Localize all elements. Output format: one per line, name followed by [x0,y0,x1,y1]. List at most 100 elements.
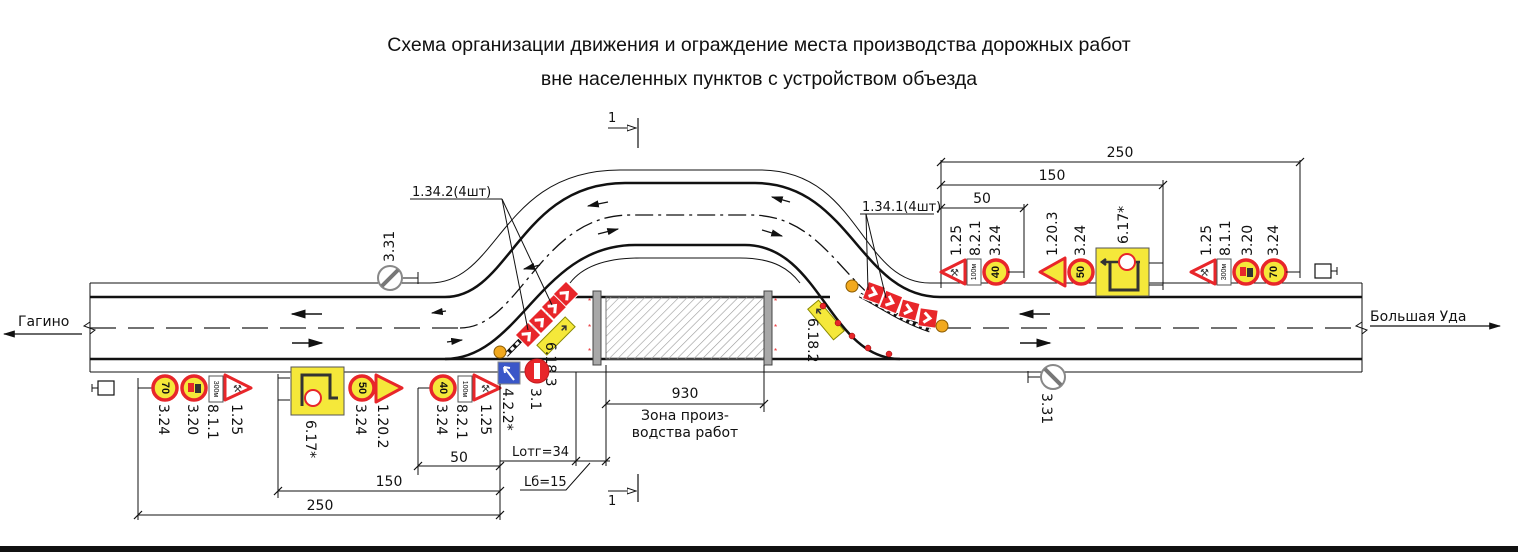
svg-text:3.24: 3.24 [988,225,1004,256]
work-zone: *** *** 930 Зона произ- водства работ [588,290,777,441]
post-marker-right [1314,263,1338,279]
detour-sign-6-18-2 [807,299,845,341]
svg-text:3.31: 3.31 [382,231,398,262]
svg-text:⚒: ⚒ [233,384,242,395]
svg-text:8.2.1: 8.2.1 [453,404,469,440]
svg-text:8.1.1: 8.1.1 [204,404,220,440]
svg-text:8.2.1: 8.2.1 [968,220,984,256]
road-works-sign-icon [939,258,967,286]
sign-group-left-0: 4.2.2* 3.1 [497,358,550,431]
svg-text:*: * [774,347,777,356]
svg-text:⚒: ⚒ [1200,268,1209,279]
warning-lamp [845,279,859,293]
svg-text:1: 1 [608,111,616,126]
road-works-sign-icon [223,373,253,402]
svg-text:1.25: 1.25 [228,404,244,435]
section-marker-bottom: 1 [608,474,639,509]
detour-sign-6-18-3 [536,316,576,356]
svg-text:3.24: 3.24 [352,404,368,435]
svg-text:1.25: 1.25 [1199,225,1215,256]
warning-lamp [935,319,949,333]
svg-text:⚒: ⚒ [481,384,490,395]
svg-text:3.31: 3.31 [1038,393,1054,424]
detour-road [429,169,946,361]
end-sign-top-left: 3.31 [377,231,419,291]
svg-text:⚒: ⚒ [950,268,959,279]
taper-length-label: Lотг=34 [512,445,569,460]
svg-text:3.24: 3.24 [433,404,449,435]
svg-text:*: * [774,323,777,332]
title-line-1: Схема организации движения и ограждение … [387,34,1131,56]
svg-text:300м: 300м [212,381,219,398]
chevron-sign [916,306,940,330]
barrier-left [592,290,602,366]
frame-bottom-border [0,546,1518,552]
chevron-sign [896,297,922,323]
svg-text:1.25: 1.25 [477,404,493,435]
svg-text:1.20.3: 1.20.3 [1045,211,1061,256]
svg-text:1.25: 1.25 [949,225,965,256]
sign-group-left-50: 40 100м ⚒ 3.24 8.2.1 1.25 [417,373,502,475]
speed-limit-sign-icon [429,374,457,402]
svg-text:3.1: 3.1 [527,388,543,410]
svg-text:70: 70 [1268,266,1280,278]
svg-text:Большая Уда: Большая Уда [1370,309,1466,325]
section-marker-top: 1 [608,111,639,148]
detour-sign-right-label: 6.18.2 [804,318,820,363]
dimensions-right: 50 150 250 [936,145,1305,266]
road-narrows-sign-icon [374,373,404,404]
buffer-length-label: Lб=15 [524,475,567,490]
distance-plate-icon [966,258,982,286]
speed-limit-sign-icon [1067,258,1095,286]
right-chevron-barrier: 6.18.2 1.34.1(4шт) [804,200,949,363]
svg-text:250: 250 [307,498,334,514]
svg-text:Гагино: Гагино [18,314,69,330]
sign-group-left-250: 70 300м ⚒ 3.24 3.20 8.1.1 1.25 [137,373,253,520]
svg-text:40: 40 [990,266,1002,278]
svg-text:*: * [588,297,591,306]
diagram-title: Схема организации движения и ограждение … [0,28,1518,96]
svg-text:3.20: 3.20 [1240,225,1256,256]
svg-text:100м: 100м [971,264,978,281]
svg-text:70: 70 [159,382,171,394]
road-works-sign-icon [1189,258,1217,286]
speed-limit-sign-icon [348,374,376,402]
distance-plate-icon [1216,258,1232,286]
work-zone-length: 930 [672,386,699,402]
svg-text:6.17*: 6.17* [302,420,318,458]
svg-text:250: 250 [1107,145,1134,161]
dimensions-left: 50 150 250 Lотг=34 Lб=15 [133,372,611,520]
title-line-2: вне населенных пунктов с устройством объ… [540,68,978,90]
direction-right: Большая Уда [1370,309,1502,330]
svg-text:4.2.2*: 4.2.2* [499,388,515,431]
svg-text:1.20.2: 1.20.2 [374,404,390,449]
leader-left-chevrons: 1.34.2(4шт) [412,185,491,200]
work-zone-label-2: водства работ [632,425,738,441]
svg-text:50: 50 [973,191,991,207]
svg-text:*: * [588,347,591,356]
svg-text:3.24: 3.24 [155,404,171,435]
warning-lights [819,302,893,358]
direction-left: Гагино [2,314,82,338]
road-works-sign-icon [472,373,502,402]
sign-group-right-250: ⚒ 300м 70 1.25 8.1.1 3.20 3.24 [1189,160,1301,286]
speed-limit-sign-icon [151,374,179,402]
svg-text:3.24: 3.24 [1266,225,1282,256]
svg-text:3.24: 3.24 [1073,225,1089,256]
svg-text:*: * [774,297,777,306]
svg-text:150: 150 [376,474,403,490]
sign-group-right-50: ⚒ 100м 40 1.25 8.2.1 3.24 [939,160,1025,288]
end-sign-bottom-right: 3.31 [1027,364,1066,424]
distance-plate-icon [457,375,473,403]
svg-text:3.20: 3.20 [184,404,200,435]
svg-text:150: 150 [1039,168,1066,184]
work-zone-hatch [605,296,765,360]
svg-text:50: 50 [356,382,368,394]
svg-text:8.1.1: 8.1.1 [1218,220,1234,256]
svg-text:40: 40 [437,382,449,394]
sign-group-right-150: 50 1.20.3 3.24 6.17* [1038,180,1164,297]
distance-plate-icon [208,375,224,403]
post-marker-left [91,380,115,396]
svg-text:50: 50 [1075,266,1087,278]
sign-group-left-150: 50 6.17* 3.24 1.20.2 [277,366,404,498]
